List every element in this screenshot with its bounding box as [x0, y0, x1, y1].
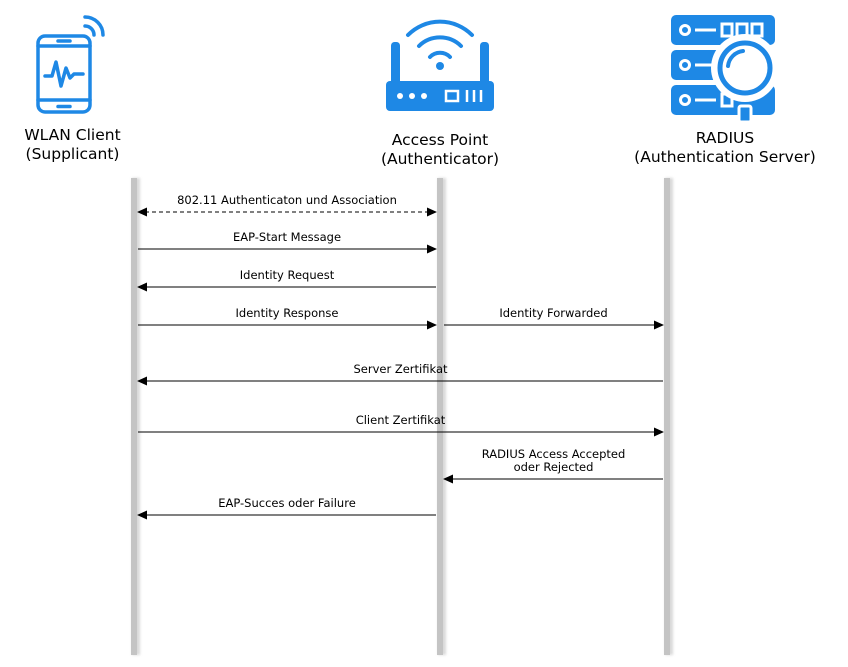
- lifeline-client: [131, 178, 137, 655]
- actor-title-ap: Access Point (Authenticator): [350, 131, 530, 169]
- message-5: Identity Forwarded: [444, 306, 664, 330]
- message-label-line: RADIUS Access Accepted: [482, 447, 626, 461]
- message-2: EAP-Start Message: [138, 230, 437, 254]
- message-label-line: Identity Forwarded: [499, 306, 607, 320]
- actor-name: RADIUS: [695, 129, 755, 147]
- actor-role: (Supplicant): [25, 145, 120, 163]
- message-label: Identity Response: [236, 306, 339, 320]
- message-label-line: Client Zertifikat: [356, 413, 446, 427]
- message-4: Identity Response: [138, 306, 437, 330]
- actor-name: WLAN Client: [24, 126, 121, 144]
- actor-role: (Authenticator): [380, 150, 500, 168]
- message-label: 802.11 Authenticaton und Association: [177, 193, 397, 207]
- message-label-line: oder Rejected: [514, 460, 594, 474]
- actor-role: (Authentication Server): [634, 148, 816, 166]
- actor-title-radius: RADIUS (Authentication Server): [600, 129, 848, 167]
- message-label-line: EAP-Start Message: [233, 230, 341, 244]
- message-label: Server Zertifikat: [353, 362, 448, 376]
- message-label-line: EAP-Succes oder Failure: [218, 496, 356, 510]
- message-3: Identity Request: [137, 268, 436, 292]
- message-1: 802.11 Authenticaton und Association: [137, 193, 437, 217]
- actor-name: Access Point: [391, 131, 489, 149]
- smartphone-wifi-icon: [36, 15, 105, 114]
- message-label-line: 802.11 Authenticaton und Association: [177, 193, 397, 207]
- message-label-line: Identity Request: [240, 268, 335, 282]
- message-label: Identity Forwarded: [499, 306, 607, 320]
- lifeline-ap: [437, 178, 443, 655]
- message-9: EAP-Succes oder Failure: [137, 496, 436, 520]
- message-label: EAP-Succes oder Failure: [218, 496, 356, 510]
- server-search-icon: [671, 15, 779, 124]
- message-label-line: Identity Response: [236, 306, 339, 320]
- lifeline-radius: [664, 178, 670, 655]
- message-label: Identity Request: [240, 268, 335, 282]
- message-6: Server Zertifikat: [137, 362, 663, 386]
- wifi-router-icon: [386, 19, 494, 111]
- message-label: EAP-Start Message: [233, 230, 341, 244]
- message-label-line: Server Zertifikat: [353, 362, 448, 376]
- actor-title-client: WLAN Client (Supplicant): [0, 126, 145, 164]
- message-label: Client Zertifikat: [356, 413, 446, 427]
- message-7: Client Zertifikat: [138, 413, 664, 437]
